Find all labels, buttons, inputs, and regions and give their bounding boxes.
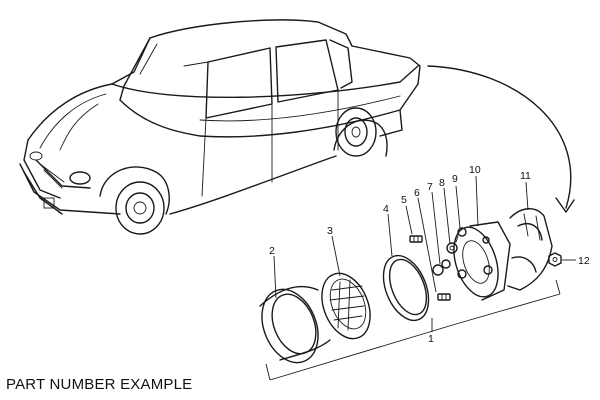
car-illustration (19, 19, 421, 235)
callout-7: 7 (427, 181, 433, 193)
callout-4: 4 (383, 203, 389, 215)
callout-2: 2 (269, 245, 275, 257)
part-4-retaining-ring (382, 254, 430, 322)
part-10-bracket (453, 221, 511, 301)
callout-6: 6 (414, 187, 420, 199)
callout-9: 9 (452, 173, 458, 185)
part-7-clip (432, 259, 451, 276)
part-2-trim-ring (259, 285, 331, 364)
reference-arrow (427, 65, 572, 209)
part-11-housing (507, 208, 553, 291)
callout-3: 3 (327, 225, 333, 237)
part-6-screw (437, 293, 451, 301)
part-8-spring (446, 242, 458, 254)
callout-11: 11 (520, 170, 531, 182)
part-12-nut (548, 252, 562, 267)
callout-10: 10 (469, 164, 481, 176)
part-3-lens (321, 272, 371, 340)
callout-numbers: 1 2 3 4 5 6 7 8 9 10 11 12 (269, 164, 590, 345)
callout-1: 1 (428, 333, 434, 345)
caption-text: PART NUMBER EXAMPLE (6, 376, 193, 393)
exploded-headlight-assembly (259, 208, 562, 381)
assembly-bracket-line (269, 293, 561, 381)
reference-arrow-head (555, 197, 575, 213)
part-5-screw (409, 235, 423, 243)
callout-5: 5 (401, 194, 407, 206)
callout-12: 12 (578, 255, 590, 267)
callout-8: 8 (439, 177, 445, 189)
leader-lines (273, 175, 576, 332)
